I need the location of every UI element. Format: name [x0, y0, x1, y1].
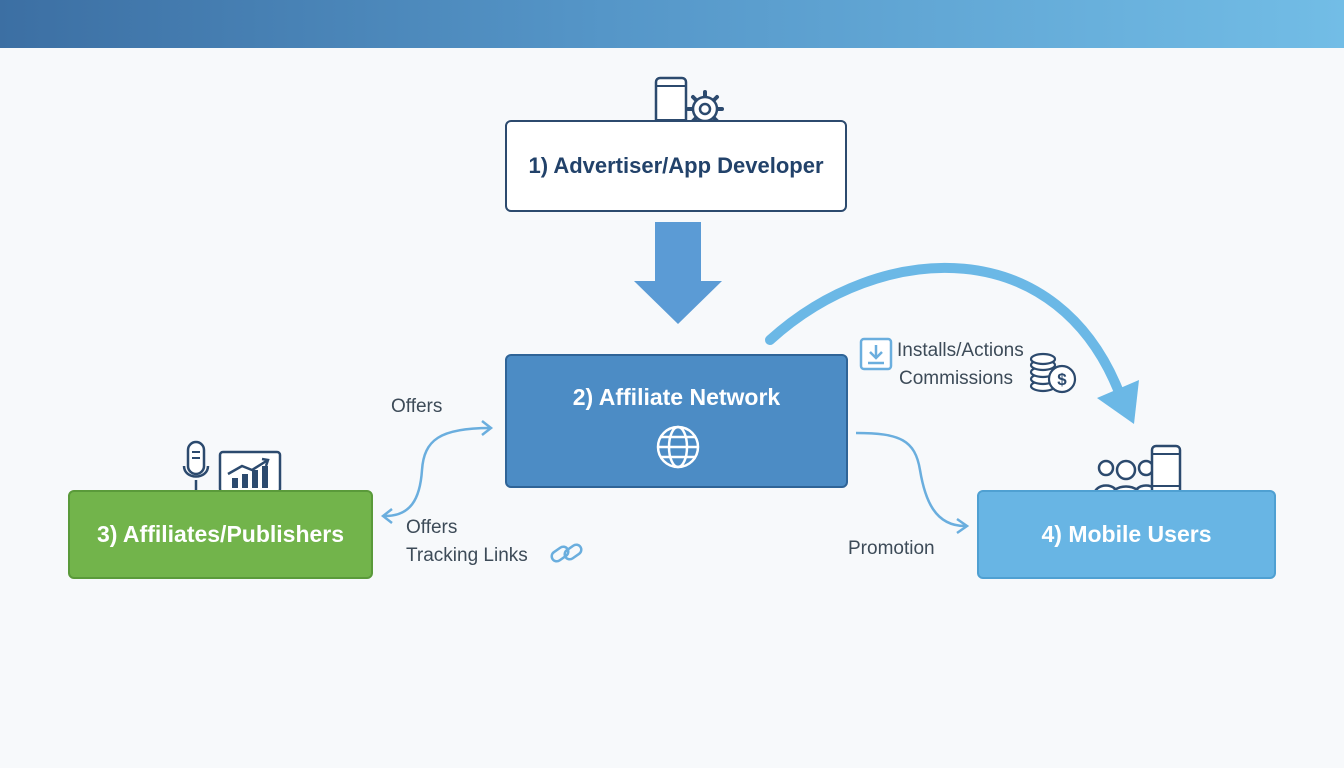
advertiser-node: 1) Advertiser/App Developer [505, 120, 847, 212]
promotion-connector [855, 431, 966, 528]
affiliate-network-label: 2) Affiliate Network [572, 384, 781, 410]
down-arrow [634, 222, 722, 324]
commissions-label: Commissions [899, 368, 1014, 389]
mobile-users-label: 4) Mobile Users [1041, 521, 1212, 547]
affiliates-label: 3) Affiliates/Publishers [96, 521, 345, 547]
tracking-links-label: Tracking Links [406, 545, 528, 566]
download-icon [859, 337, 893, 371]
offers-connector [384, 426, 491, 518]
promotion-arrowhead [956, 517, 970, 535]
coins-dollar-icon: $ [1029, 352, 1077, 394]
curved-arrow-to-users [765, 263, 1127, 405]
installs-actions-label: Installs/Actions [897, 340, 1024, 361]
offers-label-top: Offers [391, 396, 443, 417]
mobile-users-node: 4) Mobile Users [977, 490, 1276, 579]
link-icon [550, 543, 583, 563]
offers-arrowhead-right [481, 420, 494, 436]
header-bar [0, 0, 1344, 48]
offers-label-bottom: Offers [406, 517, 458, 538]
globe-icon [656, 425, 700, 469]
affiliates-node: 3) Affiliates/Publishers [68, 490, 373, 579]
svg-text:$: $ [1057, 370, 1067, 389]
curved-arrow-head [1097, 380, 1139, 424]
promotion-label: Promotion [848, 538, 935, 559]
offers-arrowhead-left [380, 508, 393, 524]
advertiser-label: 1) Advertiser/App Developer [528, 153, 824, 178]
